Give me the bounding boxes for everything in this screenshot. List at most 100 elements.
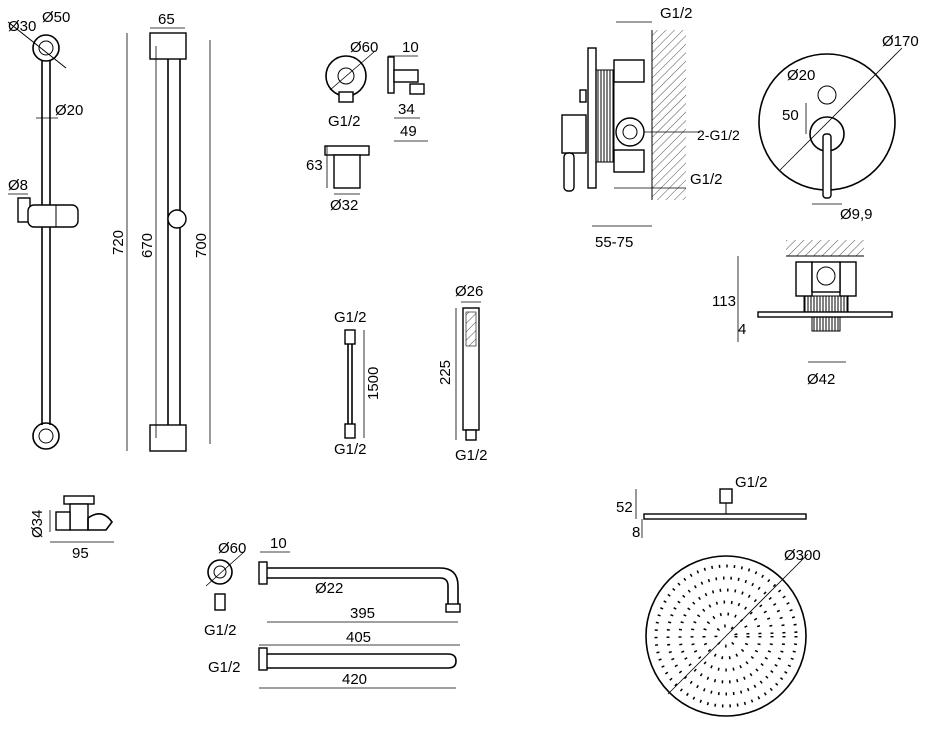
side-left-port bbox=[795, 261, 813, 297]
cover-plate-drawing: Ø170 Ø20 50 Ø9,9 bbox=[758, 33, 919, 223]
hand-shower-drawing: Ø26 225 G1/2 bbox=[437, 283, 488, 464]
outlet-side-nipple bbox=[409, 83, 425, 95]
outlet-d60-leader bbox=[329, 51, 375, 91]
slide-top-cap-outer bbox=[32, 34, 60, 62]
holder-clamp bbox=[55, 511, 71, 531]
wall-arm-2-drawing: G1/2 420 bbox=[208, 647, 457, 689]
side-right-port bbox=[839, 261, 857, 297]
valve-center-bore bbox=[622, 124, 638, 140]
valve-top-port bbox=[613, 59, 645, 83]
head-d300-leader bbox=[667, 553, 809, 695]
head-nozzle-ring-2 bbox=[666, 576, 786, 696]
arm-end-nut bbox=[445, 603, 461, 613]
head-nozzle-ring-3 bbox=[678, 588, 774, 684]
head-nozzle-ring-5 bbox=[702, 612, 750, 660]
valve-55-75-label: 55-75 bbox=[595, 234, 633, 251]
plate-d170-label: Ø170 bbox=[882, 33, 919, 50]
outlet-49-label: 49 bbox=[400, 123, 417, 140]
outlet-bore bbox=[337, 67, 355, 85]
plate-d170-leader bbox=[779, 47, 903, 171]
arm2-g12-label: G1/2 bbox=[208, 659, 241, 676]
valve-side-drawing: 113 4 Ø42 bbox=[712, 240, 893, 388]
arm-flange-bore bbox=[213, 565, 227, 579]
arm-thread-front bbox=[214, 593, 226, 611]
side-cover-plate bbox=[757, 311, 893, 318]
outlet-bottom-body bbox=[333, 154, 361, 189]
valve-wall-hatch bbox=[652, 30, 686, 200]
plate-d20-label: Ø20 bbox=[787, 67, 815, 84]
hand-shower-nozzles bbox=[465, 311, 477, 347]
arm-d22-label: Ø22 bbox=[315, 580, 343, 597]
rail-700-label: 700 bbox=[193, 233, 210, 258]
valve-g12-top-label: G1/2 bbox=[660, 5, 693, 22]
head-nozzle-ring-1 bbox=[654, 564, 798, 708]
outlet-bottom-flange bbox=[324, 145, 370, 156]
hose-bottom-nut bbox=[344, 423, 356, 439]
side-thread bbox=[803, 295, 849, 313]
slide-bottom-cap-inner bbox=[38, 428, 54, 444]
hose-1500-label: 1500 bbox=[365, 367, 382, 400]
valve-center-ring bbox=[615, 117, 645, 147]
head-nozzle-ring-6 bbox=[714, 624, 738, 648]
valve-2g12-label: 2-G1/2 bbox=[697, 127, 740, 143]
arm-g12-label: G1/2 bbox=[204, 622, 237, 639]
arm-d60-label: Ø60 bbox=[218, 540, 246, 557]
holder-body bbox=[69, 503, 89, 531]
arm2-420-label: 420 bbox=[342, 671, 367, 688]
hand-d26-label: Ø26 bbox=[455, 283, 483, 300]
outlet-d32-label: Ø32 bbox=[330, 197, 358, 214]
rail-720-label: 720 bbox=[110, 230, 127, 255]
side-4-label: 4 bbox=[738, 321, 746, 338]
wall-arm-drawing: Ø60 G1/2 10 Ø22 395 405 bbox=[204, 535, 461, 646]
hand-shower-connector bbox=[465, 429, 477, 441]
wall-outlet-drawing: Ø60 G1/2 10 34 49 63 Ø32 bbox=[306, 39, 428, 214]
holder-d34-label: Ø34 bbox=[29, 510, 46, 538]
slide-top-cap-inner bbox=[38, 40, 54, 56]
holder-95-label: 95 bbox=[72, 545, 89, 562]
slide-holder-body bbox=[27, 204, 79, 228]
holder-top-bar bbox=[63, 495, 95, 505]
head-g12-label: G1/2 bbox=[735, 474, 768, 491]
side-center-bore bbox=[816, 266, 836, 286]
rail-670-label: 670 bbox=[139, 233, 156, 258]
arm-395-label: 395 bbox=[350, 605, 375, 622]
rain-head-drawing: G1/2 52 8 Ø300 bbox=[616, 474, 821, 717]
holder-detail-drawing: Ø34 95 bbox=[29, 495, 114, 562]
rail-drawing: 65 720 670 700 bbox=[110, 11, 211, 452]
head-nut bbox=[719, 488, 733, 504]
outlet-d60-label: Ø60 bbox=[350, 39, 378, 56]
rail-slider-knob bbox=[167, 209, 187, 229]
slide-bottom-cap-outer bbox=[32, 422, 60, 450]
side-113-label: 113 bbox=[712, 293, 736, 310]
head-8-label: 8 bbox=[632, 524, 640, 541]
valve-handle-lever bbox=[563, 152, 575, 192]
valve-handle-base bbox=[561, 114, 587, 154]
head-disc-side bbox=[643, 513, 807, 520]
hose-g12-top-label: G1/2 bbox=[334, 309, 367, 326]
plate-handle-lever bbox=[822, 133, 832, 199]
hose-g12-bottom-label: G1/2 bbox=[334, 441, 367, 458]
hand-225-label: 225 bbox=[437, 360, 454, 385]
outlet-side-body bbox=[393, 69, 419, 83]
arm-d60-leader bbox=[205, 551, 245, 587]
head-nozzle-ring-4 bbox=[690, 600, 762, 672]
head-disc-front bbox=[645, 555, 807, 717]
arm-10-label: 10 bbox=[270, 535, 287, 552]
arm-wall-flange bbox=[258, 561, 268, 585]
valve-cover-plate bbox=[587, 47, 597, 189]
arm2-wall-flange bbox=[258, 647, 268, 671]
outlet-34-label: 34 bbox=[398, 101, 415, 118]
arm2-pipe bbox=[267, 653, 457, 669]
slide-top-d50-label: Ø50 bbox=[42, 9, 70, 26]
outlet-g12-label: G1/2 bbox=[328, 113, 361, 130]
rail-bottom-bracket bbox=[149, 424, 187, 452]
arm-pipe-inner bbox=[267, 577, 449, 604]
concealed-valve-drawing: G1/2 2-G1/2 G1/2 55-75 bbox=[561, 5, 740, 251]
valve-top-stud bbox=[579, 89, 587, 103]
valve-g12-bottom-label: G1/2 bbox=[690, 171, 723, 188]
arm-flange-front bbox=[207, 559, 233, 585]
side-spindle bbox=[811, 316, 841, 332]
outlet-side-plate bbox=[387, 56, 395, 94]
